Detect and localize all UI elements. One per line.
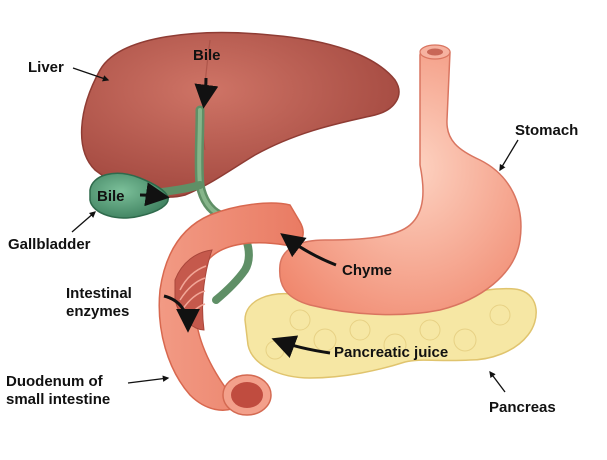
label-bile-gallbladder: Bile [97,188,125,205]
flow-arrows [139,77,337,358]
label-duodenum: Duodenum of small intestine [6,373,111,408]
label-intestinal-enzymes: Intestinal enzymes [66,285,132,320]
label-chyme: Chyme [342,262,393,279]
stomach-shape [278,47,522,316]
label-gallbladder: Gallbladder [8,236,91,253]
pointer-lines [71,67,519,393]
label-bile-liver: Bile [193,47,221,64]
label-pancreatic-juice: Pancreatic juice [334,344,449,361]
label-liver: Liver [28,59,64,76]
label-stomach: Stomach [515,122,579,139]
liver-shape [80,31,400,198]
label-pancreas: Pancreas [489,399,556,416]
